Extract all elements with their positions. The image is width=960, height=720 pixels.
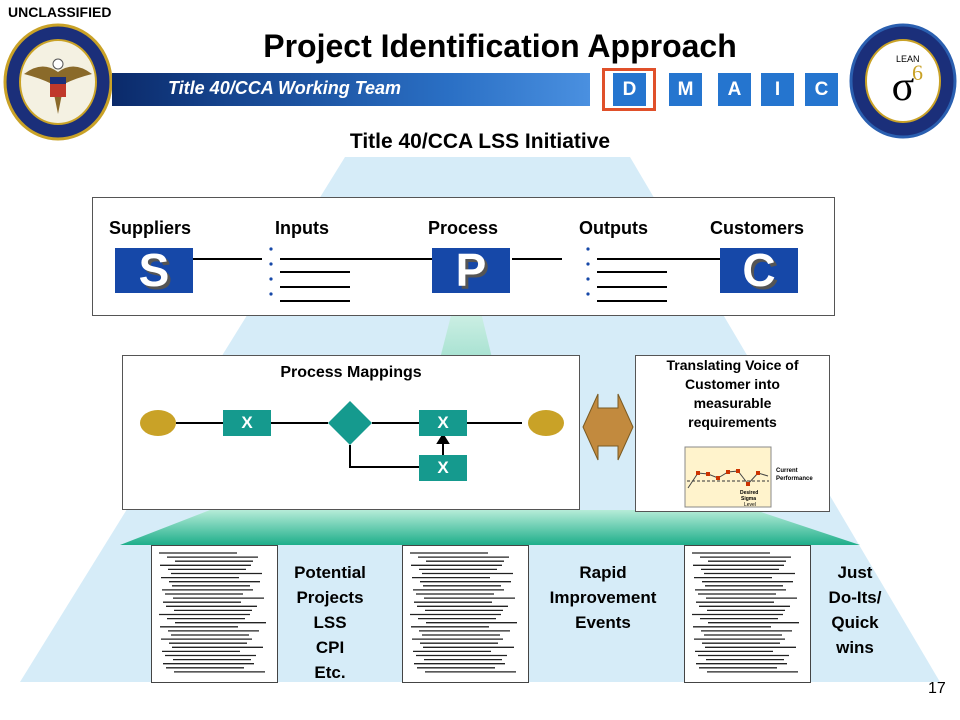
sipoc-label-suppliers: Suppliers xyxy=(109,218,192,238)
outcome-quick-wins: Just Do-Its/ Quick wins xyxy=(812,560,898,660)
phase-improve: I xyxy=(761,73,794,106)
chart-label-performance: Performance xyxy=(776,476,813,482)
svg-text:σ: σ xyxy=(892,64,915,110)
active-phase-highlight xyxy=(602,68,656,111)
team-banner xyxy=(112,73,590,106)
svg-text:LEAN: LEAN xyxy=(896,54,920,64)
process-step-box-3: X xyxy=(419,455,467,481)
chart-label-sigma: Sigma xyxy=(741,496,756,502)
phase-measure: M xyxy=(669,73,702,106)
sipoc-block-c: C xyxy=(720,247,798,293)
sipoc-block-s: S xyxy=(115,247,193,293)
page-number: 17 xyxy=(928,680,946,697)
process-step-box-1: X xyxy=(223,410,271,436)
dod-seal-icon xyxy=(3,23,113,141)
svg-text:6: 6 xyxy=(912,60,923,85)
process-end-oval xyxy=(528,410,564,436)
outcome-3-line-2: Do-Its/ xyxy=(828,588,882,607)
outcome-2-line-3: Events xyxy=(575,613,631,632)
phase-control: C xyxy=(805,73,838,106)
performance-chart: Current Performance Desired Sigma Level xyxy=(684,446,813,508)
chart-label-current: Current xyxy=(776,468,798,474)
outcome-2-line-2: Improvement xyxy=(549,588,657,607)
sipoc-block-p: P xyxy=(432,247,510,293)
sipoc-label-customers: Customers xyxy=(710,218,805,238)
voc-title-line-1: Translating Voice of xyxy=(666,357,799,373)
phase-analyze: A xyxy=(718,73,751,106)
process-start-oval xyxy=(140,410,176,436)
outcome-1-line-5: Etc. xyxy=(314,663,346,682)
voc-title: Translating Voice of Customer into measu… xyxy=(635,356,830,432)
outcome-2-line-1: Rapid xyxy=(579,563,627,582)
process-map-connectors xyxy=(176,422,522,468)
outcome-1-line-2: Projects xyxy=(296,588,364,607)
chart-label-desired: Desired xyxy=(740,490,758,496)
chart-label-level: Level xyxy=(744,502,756,508)
outcome-1-line-3: LSS xyxy=(313,613,347,632)
subtitle: Title 40/CCA LSS Initiative xyxy=(349,130,611,153)
team-banner-text: Title 40/CCA Working Team xyxy=(168,78,402,98)
outcome-3-line-1: Just xyxy=(837,563,873,582)
decision-diamond-icon xyxy=(328,401,372,445)
outcome-3-line-3: Quick xyxy=(831,613,879,632)
outcome-3-line-4: wins xyxy=(836,638,874,657)
voc-title-line-3: measurable xyxy=(693,395,772,411)
classification-label: UNCLASSIFIED xyxy=(8,4,112,20)
voc-title-line-4: requirements xyxy=(688,414,777,430)
outcome-rapid-improvement: Rapid Improvement Events xyxy=(533,560,673,635)
outcome-potential-projects: Potential Projects LSS CPI Etc. xyxy=(282,560,378,685)
sipoc-label-outputs: Outputs xyxy=(579,218,648,238)
outcome-1-line-1: Potential xyxy=(294,563,366,582)
outcome-1-line-4: CPI xyxy=(315,638,345,657)
double-arrow-icon xyxy=(582,393,634,461)
process-step-box-2: X xyxy=(419,410,467,436)
page-title: Project Identification Approach xyxy=(263,28,737,64)
lean-six-sigma-seal-icon: LEAN σ 6 xyxy=(849,23,957,139)
funnel-base xyxy=(120,510,860,545)
sipoc-connectors xyxy=(192,247,722,302)
sipoc-label-inputs: Inputs xyxy=(275,218,329,238)
sipoc-label-process: Process xyxy=(428,218,499,238)
process-mappings-title: Process Mappings xyxy=(280,364,422,381)
voc-title-line-2: Customer into xyxy=(685,376,780,392)
phase-define: D xyxy=(613,73,646,106)
